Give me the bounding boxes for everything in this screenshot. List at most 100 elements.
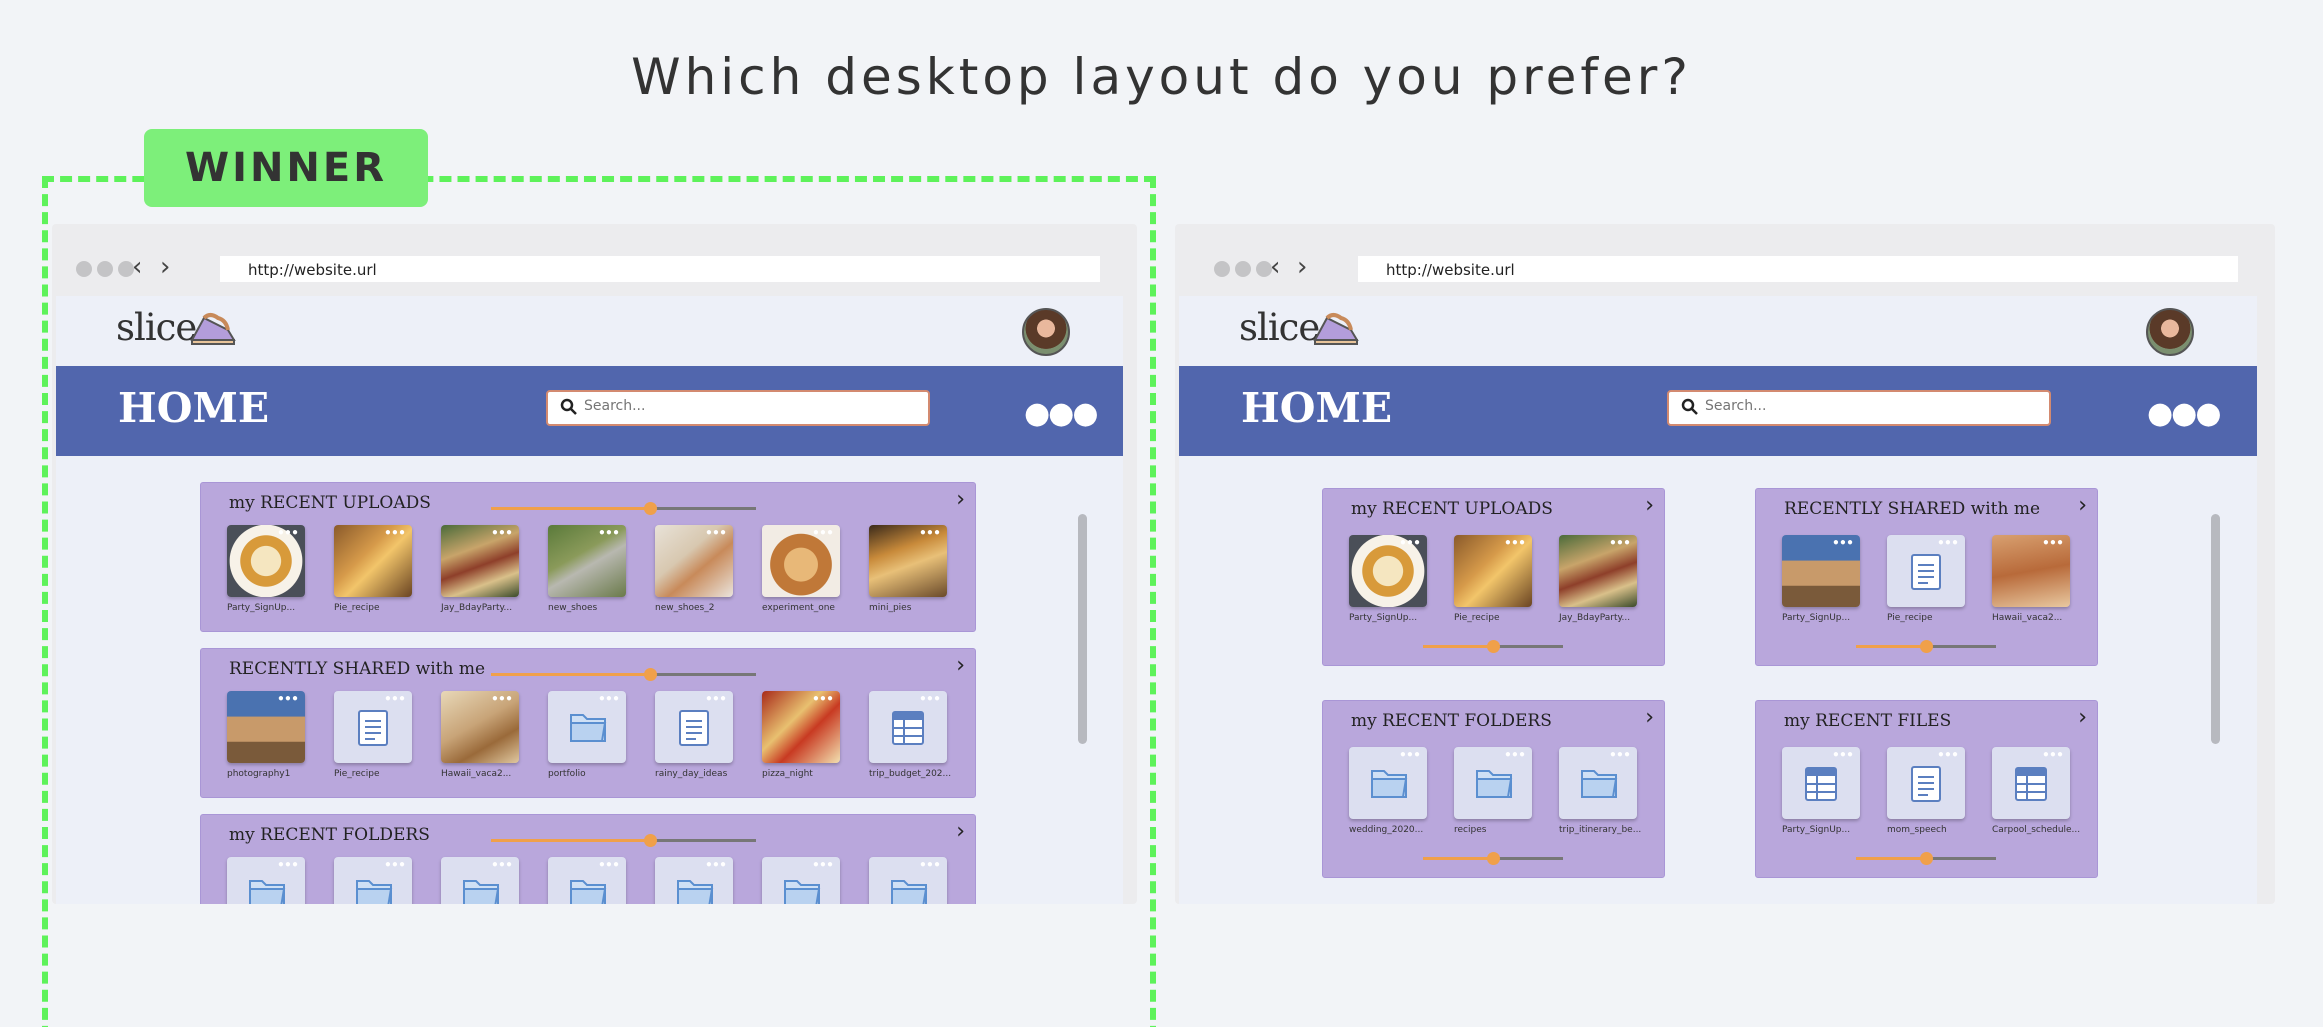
photo-thumbnail[interactable]: ●●● [762,691,840,763]
site-logo[interactable]: slice [116,306,197,349]
window-control-icon[interactable] [76,261,92,277]
item-menu-icon[interactable]: ●●● [705,527,727,538]
back-arrow-icon[interactable]: ‹ [132,252,143,282]
item-menu-icon[interactable]: ●●● [705,859,727,870]
window-control-icon[interactable] [1235,261,1251,277]
item-menu-icon[interactable]: ●●● [491,859,513,870]
slider-knob[interactable] [1487,852,1500,865]
item-menu-icon[interactable]: ●●● [598,693,620,704]
photo-thumbnail[interactable]: ●●● [1454,535,1532,607]
photo-thumbnail[interactable]: ●●● [227,525,305,597]
folder-thumbnail[interactable]: ●●● [548,857,626,904]
user-avatar[interactable] [1022,308,1070,356]
slider-knob[interactable] [1920,640,1933,653]
item-menu-icon[interactable]: ●●● [277,693,299,704]
slider-knob[interactable] [644,668,657,681]
photo-thumbnail[interactable]: ●●● [655,525,733,597]
scrollbar[interactable] [2211,514,2220,744]
panel-slider[interactable] [1423,640,1563,653]
item-menu-icon[interactable]: ●●● [384,527,406,538]
chevron-right-icon[interactable]: › [1645,493,1654,518]
item-menu-icon[interactable]: ●●● [1609,749,1631,760]
photo-thumbnail[interactable]: ●●● [227,691,305,763]
item-menu-icon[interactable]: ●●● [1504,537,1526,548]
item-menu-icon[interactable]: ●●● [1609,537,1631,548]
item-menu-icon[interactable]: ●●● [1399,537,1421,548]
item-menu-icon[interactable]: ●●● [277,859,299,870]
photo-thumbnail[interactable]: ●●● [334,525,412,597]
folder-thumbnail[interactable]: ●●● [548,691,626,763]
item-menu-icon[interactable]: ●●● [2042,537,2064,548]
chevron-right-icon[interactable]: › [956,653,965,678]
photo-thumbnail[interactable]: ●●● [869,525,947,597]
panel-slider[interactable] [491,668,756,681]
panel-slider[interactable] [1856,640,1996,653]
search-box[interactable] [1667,390,2051,426]
slider-knob[interactable] [1920,852,1933,865]
sheet-thumbnail[interactable]: ●●● [869,691,947,763]
folder-thumbnail[interactable]: ●●● [334,857,412,904]
slider-knob[interactable] [1487,640,1500,653]
photo-thumbnail[interactable]: ●●● [1782,535,1860,607]
folder-thumbnail[interactable]: ●●● [869,857,947,904]
search-input[interactable] [1705,398,2025,414]
photo-thumbnail[interactable]: ●●● [1349,535,1427,607]
item-menu-icon[interactable]: ●●● [812,859,834,870]
photo-thumbnail[interactable]: ●●● [548,525,626,597]
item-menu-icon[interactable]: ●●● [491,693,513,704]
item-menu-icon[interactable]: ●●● [598,859,620,870]
folder-thumbnail[interactable]: ●●● [1349,747,1427,819]
folder-thumbnail[interactable]: ●●● [441,857,519,904]
more-options-icon[interactable]: ●●● [1024,396,1099,431]
item-menu-icon[interactable]: ●●● [812,693,834,704]
item-menu-icon[interactable]: ●●● [598,527,620,538]
slider-knob[interactable] [644,834,657,847]
doc-thumbnail[interactable]: ●●● [1887,747,1965,819]
forward-arrow-icon[interactable]: › [160,252,171,282]
chevron-right-icon[interactable]: › [2078,493,2087,518]
photo-thumbnail[interactable]: ●●● [762,525,840,597]
user-avatar[interactable] [2146,308,2194,356]
chevron-right-icon[interactable]: › [956,487,965,512]
photo-thumbnail[interactable]: ●●● [441,525,519,597]
sheet-thumbnail[interactable]: ●●● [1992,747,2070,819]
item-menu-icon[interactable]: ●●● [1504,749,1526,760]
chevron-right-icon[interactable]: › [1645,705,1654,730]
item-menu-icon[interactable]: ●●● [1937,749,1959,760]
more-options-icon[interactable]: ●●● [2147,396,2222,431]
folder-thumbnail[interactable]: ●●● [227,857,305,904]
item-menu-icon[interactable]: ●●● [705,693,727,704]
item-menu-icon[interactable]: ●●● [919,693,941,704]
chevron-right-icon[interactable]: › [2078,705,2087,730]
photo-thumbnail[interactable]: ●●● [441,691,519,763]
window-control-icon[interactable] [1214,261,1230,277]
panel-slider[interactable] [1423,852,1563,865]
address-bar[interactable]: http://website.url [1358,256,2238,282]
doc-thumbnail[interactable]: ●●● [655,691,733,763]
scrollbar[interactable] [1078,514,1087,744]
item-menu-icon[interactable]: ●●● [1832,537,1854,548]
item-menu-icon[interactable]: ●●● [491,527,513,538]
folder-thumbnail[interactable]: ●●● [1454,747,1532,819]
photo-thumbnail[interactable]: ●●● [1559,535,1637,607]
item-menu-icon[interactable]: ●●● [2042,749,2064,760]
folder-thumbnail[interactable]: ●●● [655,857,733,904]
doc-thumbnail[interactable]: ●●● [1887,535,1965,607]
site-logo[interactable]: slice [1239,306,1320,349]
item-menu-icon[interactable]: ●●● [384,859,406,870]
panel-slider[interactable] [491,502,756,515]
item-menu-icon[interactable]: ●●● [384,693,406,704]
panel-slider[interactable] [1856,852,1996,865]
search-box[interactable] [546,390,930,426]
search-input[interactable] [584,398,904,414]
forward-arrow-icon[interactable]: › [1297,252,1308,282]
item-menu-icon[interactable]: ●●● [919,859,941,870]
doc-thumbnail[interactable]: ●●● [334,691,412,763]
window-control-icon[interactable] [1256,261,1272,277]
window-control-icon[interactable] [118,261,134,277]
item-menu-icon[interactable]: ●●● [1399,749,1421,760]
chevron-right-icon[interactable]: › [956,819,965,844]
folder-thumbnail[interactable]: ●●● [762,857,840,904]
item-menu-icon[interactable]: ●●● [812,527,834,538]
